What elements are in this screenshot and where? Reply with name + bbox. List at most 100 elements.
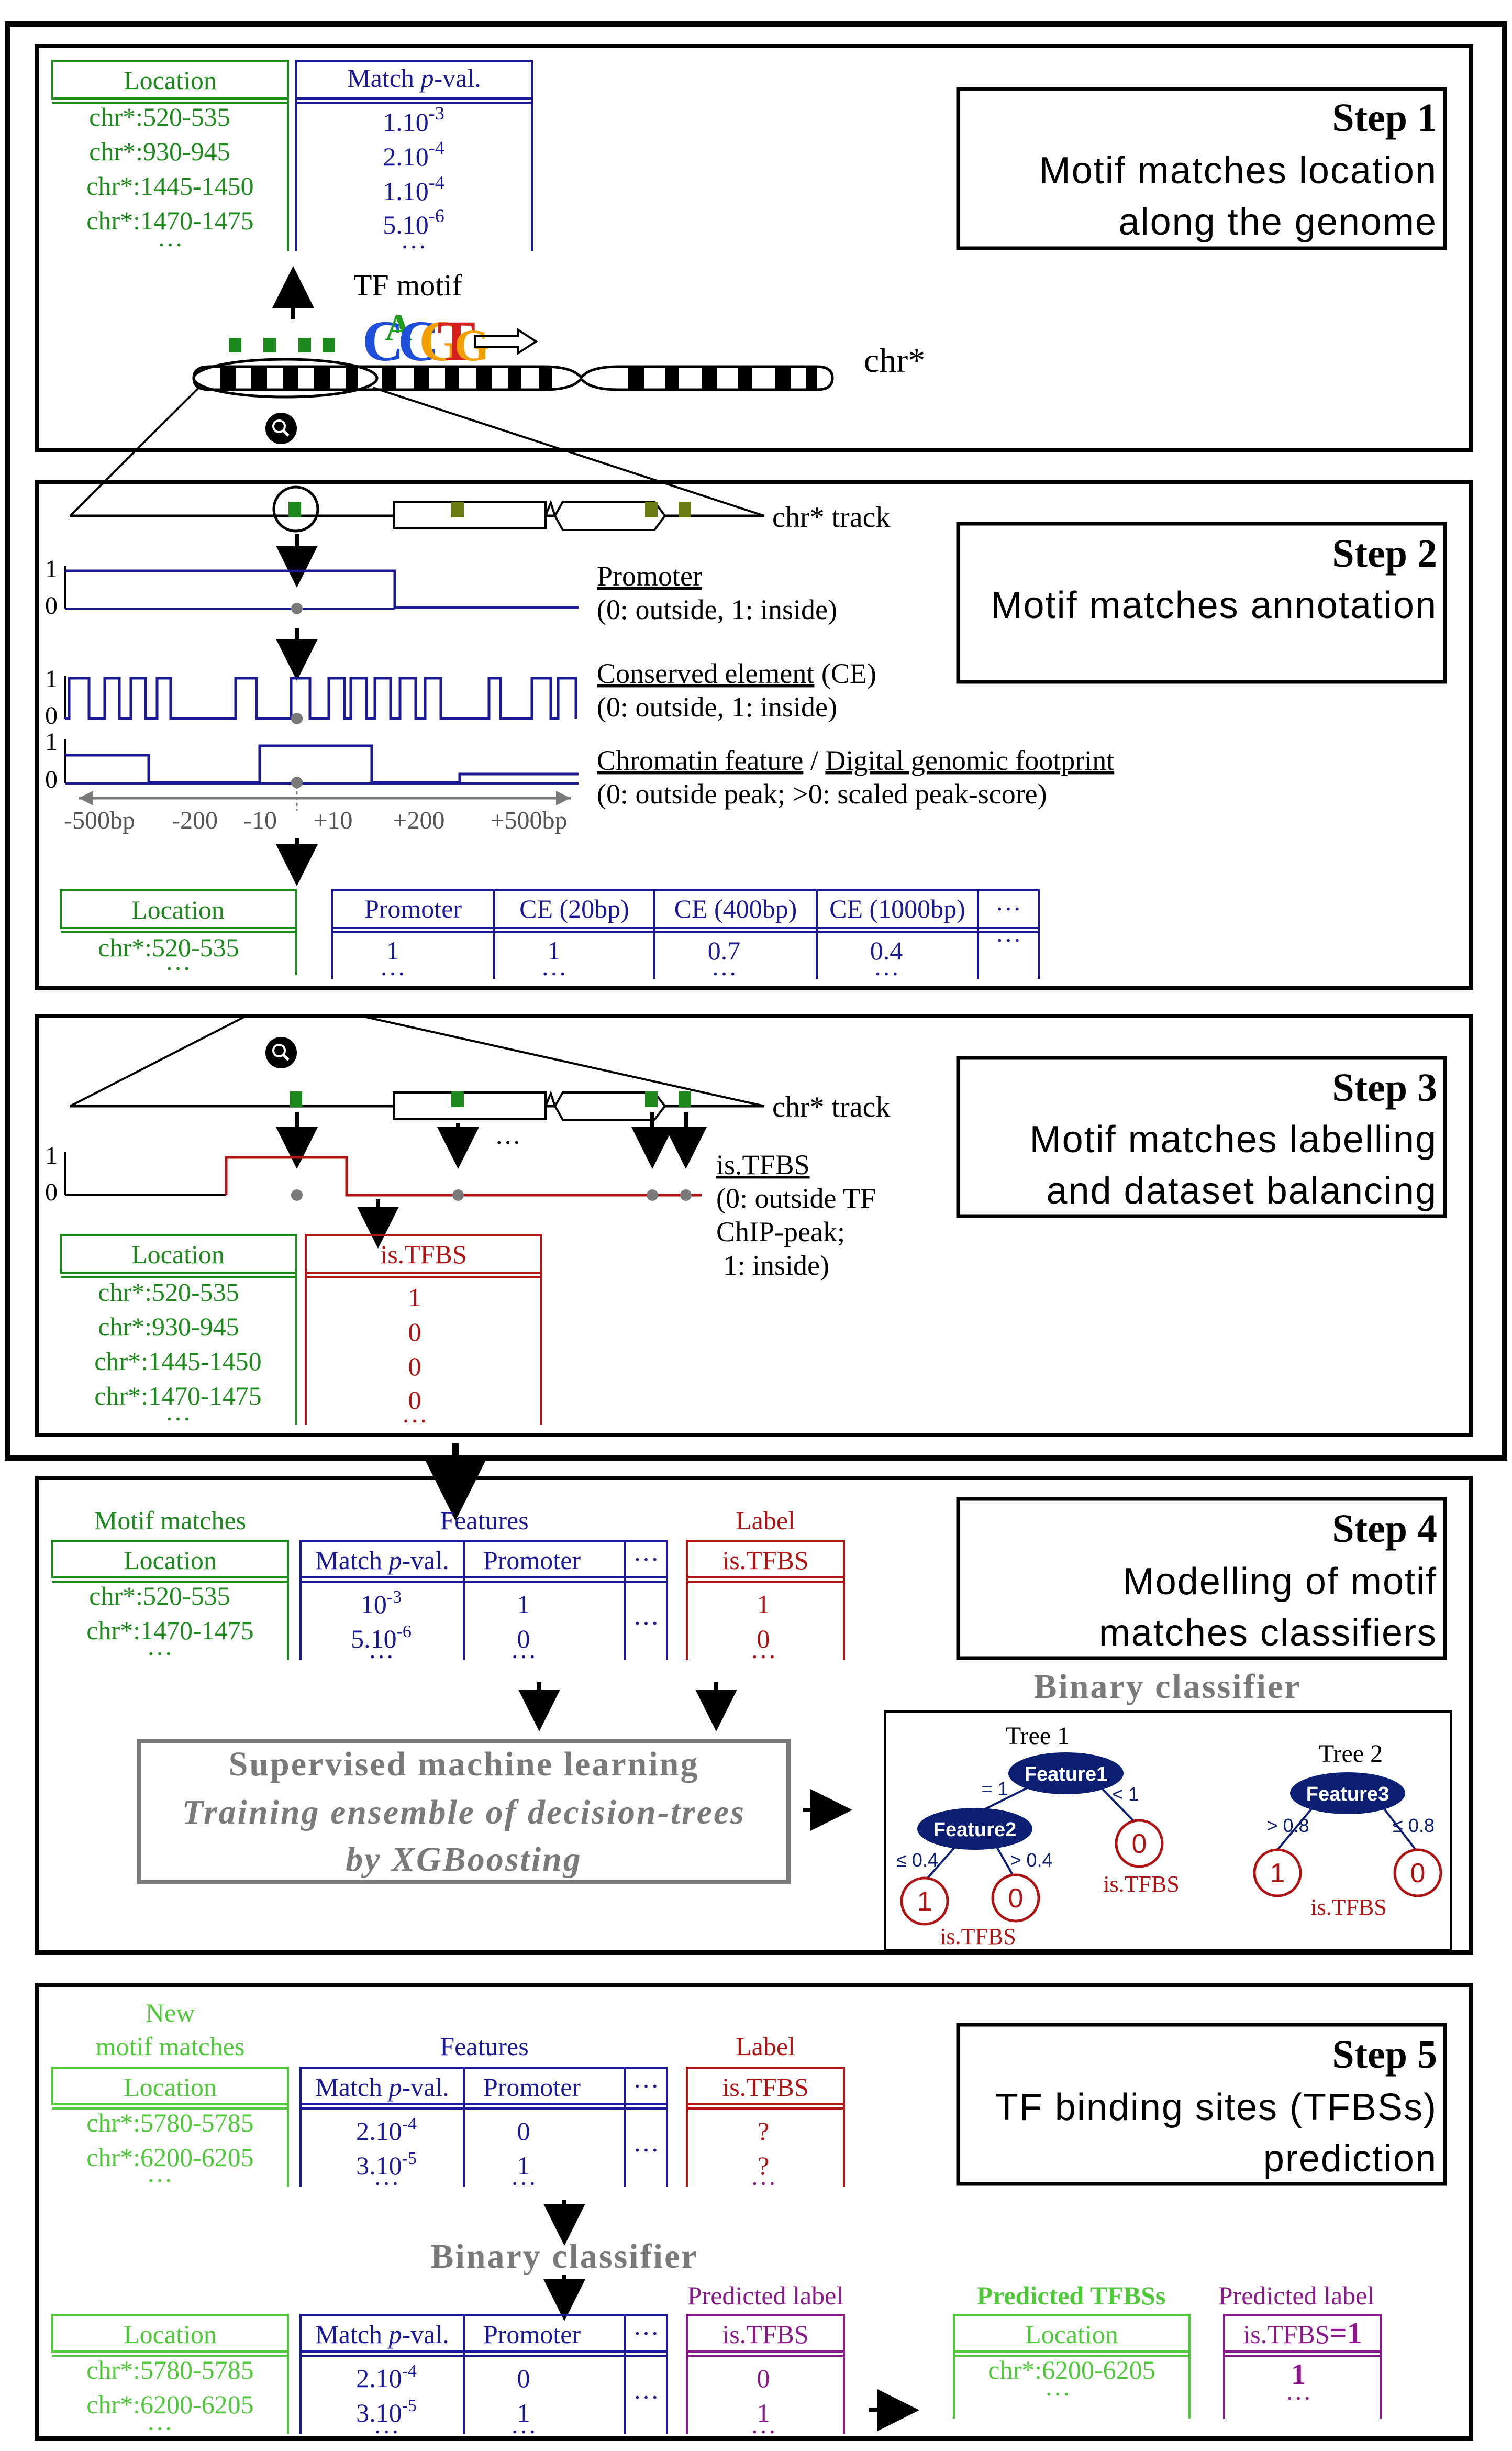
- tree1-title: Tree 1: [1006, 1722, 1070, 1750]
- step4-col-promoter: Promoter: [483, 1545, 581, 1575]
- step1-title: Step 1: [1332, 96, 1437, 140]
- step4-row2-location: chr*:1470-1475: [86, 1616, 253, 1645]
- step5-title: Step 5: [1332, 2033, 1437, 2077]
- step5-pred-promoter-ellipsis: …: [510, 2410, 537, 2439]
- step5-pred-col-more: …: [633, 2311, 659, 2340]
- step4-row1-pval: 10-3: [361, 1587, 402, 1619]
- step5-pred-row1-location: chr*:5780-5785: [86, 2355, 253, 2384]
- tree2-title: Tree 2: [1319, 1740, 1383, 1768]
- step5-label-ellipsis: …: [750, 2161, 776, 2191]
- chromatin-title: Chromatin feature / Digital genomic foot…: [597, 745, 1114, 776]
- ce-title: Conserved element (CE): [597, 658, 876, 689]
- sml-line3: by XGBoosting: [346, 1840, 582, 1879]
- chromosome: [192, 338, 834, 399]
- step4-group-motif: Motif matches: [94, 1506, 246, 1535]
- tf-motif-logo: C A C G T G: [362, 307, 490, 373]
- step1-desc-line1: Motif matches location: [1039, 150, 1437, 192]
- step3-desc-line2: and dataset balancing: [1046, 1170, 1437, 1212]
- step3-row1-location: chr*:520-535: [98, 1277, 239, 1307]
- predicted-tfbss-title: Predicted TFBSs: [977, 2281, 1166, 2310]
- step1-row3-location: chr*:1445-1450: [86, 171, 253, 201]
- ce-track: 1 0 Conserved element (CE) (0: outside, …: [45, 658, 876, 730]
- tree2-edge-right: ≤ 0.8: [1393, 1815, 1435, 1836]
- step2-col-ce20: CE (20bp): [519, 894, 629, 923]
- step4-group-label: Label: [736, 1506, 795, 1535]
- step1-title-box: [956, 87, 1447, 250]
- step4-row2-label: 0: [757, 1624, 770, 1653]
- tree2-leaf-left: 1: [1270, 1858, 1285, 1889]
- step4-pval-ellipsis: …: [368, 1635, 394, 1664]
- istfbs-axis-zero: 0: [45, 1178, 58, 1206]
- tick-minus500: -500bp: [64, 807, 135, 834]
- step1-panel: Step 1 Motif matches location along the …: [35, 44, 1473, 452]
- step5-row2-label: ?: [758, 2151, 769, 2180]
- ce-axis-one: 1: [45, 665, 58, 693]
- step5-pval-ellipsis: …: [373, 2161, 399, 2191]
- step3-frame: [35, 1014, 1473, 1437]
- step4-title: Step 4: [1332, 1507, 1437, 1551]
- step5-group-label: Label: [736, 2032, 795, 2061]
- chr-label: chr*: [864, 341, 925, 380]
- step3-track-label: chr* track: [772, 1091, 890, 1123]
- step5-promoter-ellipsis: …: [510, 2161, 537, 2191]
- step2-title: Step 2: [1332, 532, 1437, 576]
- step2-panel: Step 2 Motif matches annotation chr* tra…: [35, 480, 1473, 990]
- motif-letter-c1: C: [362, 309, 404, 373]
- promoter-track: 1 0 Promoter (0: outside, 1: inside): [45, 555, 837, 625]
- tree1-child: Feature2: [933, 1819, 1016, 1841]
- final-col-label: is.TFBS=1: [1243, 2316, 1362, 2350]
- step5-pred-col-pval: Match p-val.: [315, 2320, 449, 2349]
- step2-val-ce400: 0.7: [708, 936, 741, 965]
- step3-title-box: [956, 1056, 1447, 1218]
- outer-frame: [5, 21, 1507, 1461]
- step5-frame: [35, 1983, 1473, 2441]
- tree1-edge-ll: ≤ 0.4: [896, 1849, 938, 1871]
- step5-row2-pval: 3.10-5: [356, 2149, 417, 2180]
- step2-val-promoter: 1: [386, 936, 399, 965]
- motif-letter-g2: G: [454, 320, 490, 370]
- istfbs-desc1: (0: outside TF: [716, 1183, 876, 1214]
- step2-location-table: Location chr*:520-535 …: [60, 889, 297, 976]
- step5-group-new2: motif matches: [96, 2032, 245, 2061]
- tick-plus500: +500bp: [490, 807, 567, 834]
- step5-more-ellipsis: …: [633, 2128, 659, 2157]
- step4-row1-label: 1: [757, 1589, 770, 1619]
- motif-match-mark: [298, 338, 311, 352]
- step2-val-more: …: [995, 918, 1021, 947]
- tree1-root: Feature1: [1025, 1763, 1107, 1785]
- tick-minus10: -10: [243, 807, 277, 834]
- step2-row-location: chr*:520-535: [98, 933, 239, 962]
- final-row-label: 1: [1291, 2358, 1306, 2391]
- gene-box: [393, 501, 547, 529]
- tree1-leaf-lr: 0: [1008, 1883, 1024, 1914]
- step1-row3-pval: 1.10-4: [383, 172, 444, 206]
- step1-row4-location: chr*:1470-1475: [86, 206, 253, 235]
- step3-desc-line1: Motif matches labelling: [1030, 1119, 1437, 1161]
- step2-frame: [35, 480, 1473, 990]
- step5-col-pval: Match p-val.: [315, 2072, 449, 2102]
- step5-pred-row1-label: 0: [757, 2364, 770, 2393]
- step3-gene-ellipsis: …: [495, 1120, 521, 1150]
- tree2-root: Feature3: [1306, 1783, 1389, 1805]
- sml-box: [137, 1739, 791, 1884]
- step4-location-ellipsis: …: [147, 1631, 173, 1661]
- step3-panel: Step 3 Motif matches labelling and datas…: [35, 1014, 1473, 1437]
- chromatin-track: 1 0 Chromatin feature / Digital genomic …: [45, 728, 1114, 810]
- tree2: Tree 2 Feature3 > 0.8 ≤ 0.8 1 0 is.TFBS: [1253, 1740, 1442, 1920]
- step4-more-ellipsis: …: [633, 1601, 659, 1630]
- step2-col-ce1000: CE (1000bp): [829, 894, 965, 923]
- step1-frame: [35, 44, 1473, 452]
- step1-row1-location: chr*:520-535: [89, 102, 230, 131]
- tree2-edge-left: > 0.8: [1266, 1815, 1309, 1836]
- step1-row4-pval: 5.10-6: [383, 205, 444, 239]
- magnifier-icon: [265, 413, 297, 444]
- step5-predicted-label-group: Predicted label: [687, 2281, 844, 2310]
- tree1-leaf-ll: 1: [917, 1886, 932, 1917]
- step5-pred-col-location: Location: [124, 2320, 217, 2349]
- step4-col-location: Location: [124, 1545, 217, 1575]
- step5-pred-row1-pval: 2.10-4: [356, 2361, 417, 2393]
- step5-col-promoter: Promoter: [483, 2072, 581, 2102]
- step3-row4-label: 0: [408, 1385, 421, 1415]
- istfbs-desc3: 1: inside): [716, 1250, 829, 1281]
- step5-pred-row2-label: 1: [757, 2398, 770, 2427]
